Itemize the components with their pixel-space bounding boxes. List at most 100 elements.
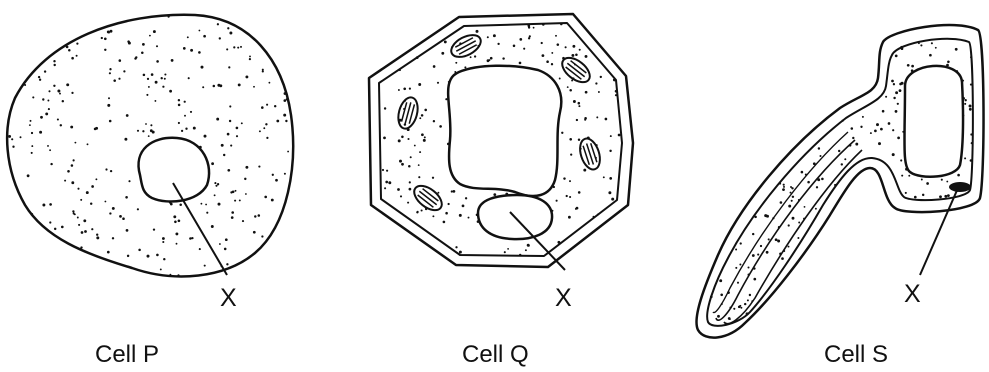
cytoplasm-dot: [566, 195, 568, 197]
cytoplasm-dot: [783, 186, 785, 188]
cytoplasm-dot: [443, 221, 446, 224]
cytoplasm-dot: [227, 169, 230, 172]
cytoplasm-dot: [264, 196, 267, 199]
cytoplasm-dot: [62, 100, 64, 102]
cytoplasm-dot: [205, 204, 207, 206]
cytoplasm-dot: [284, 92, 287, 95]
cytoplasm-dot: [416, 211, 418, 213]
cytoplasm-dot: [874, 130, 877, 133]
cytoplasm-dot: [757, 254, 759, 256]
cell-p-caption: Cell P: [95, 341, 159, 368]
cell-s: X Cell S: [696, 25, 983, 368]
cytoplasm-dot: [236, 127, 239, 130]
cytoplasm-dot: [441, 52, 444, 55]
cytoplasm-dot: [603, 176, 605, 178]
cytoplasm-dot: [141, 51, 144, 54]
cytoplasm-dot: [941, 179, 943, 181]
cytoplasm-dot: [199, 248, 201, 250]
cytoplasm-dot: [964, 157, 966, 159]
cytoplasm-dot: [487, 36, 489, 38]
cytoplasm-dot: [519, 62, 522, 65]
cytoplasm-dot: [110, 30, 113, 33]
cytoplasm-dot: [275, 179, 278, 182]
cytoplasm-dot: [433, 65, 436, 68]
cytoplasm-dot: [719, 279, 722, 282]
cytoplasm-dot: [900, 159, 902, 161]
cytoplasm-dot: [728, 317, 731, 320]
cytoplasm-dot: [47, 145, 49, 147]
cytoplasm-dot: [226, 48, 228, 50]
cytoplasm-dot: [585, 91, 588, 94]
cytoplasm-dot: [453, 190, 456, 193]
cytoplasm-dot: [44, 70, 46, 72]
cytoplasm-dot: [407, 138, 409, 140]
cytoplasm-dot: [80, 246, 82, 248]
cytoplasm-dot: [615, 90, 618, 93]
cytoplasm-dot: [47, 100, 49, 102]
cytoplasm-dot: [798, 222, 800, 224]
cytoplasm-dot: [970, 84, 972, 86]
cytoplasm-dot: [838, 150, 840, 152]
cytoplasm-dot: [768, 238, 770, 240]
cytoplasm-dot: [892, 129, 894, 131]
cytoplasm-dot: [38, 76, 40, 78]
cytoplasm-dot: [502, 57, 504, 59]
cytoplasm-dot: [895, 91, 898, 94]
cytoplasm-dot: [199, 30, 201, 32]
cytoplasm-dot: [104, 49, 106, 51]
cytoplasm-dot: [557, 241, 560, 244]
cytoplasm-dot: [203, 35, 206, 38]
cytoplasm-dot: [474, 55, 476, 57]
cytoplasm-dot: [237, 47, 239, 49]
cytoplasm-dot: [791, 200, 793, 202]
cytoplasm-dot: [119, 59, 122, 62]
cytoplasm-dot: [735, 267, 737, 269]
cytoplasm-dot: [30, 213, 33, 216]
cytoplasm-dot: [920, 44, 922, 46]
cytoplasm-dot: [74, 142, 76, 144]
cytoplasm-dot: [81, 231, 84, 234]
cytoplasm-dot: [744, 303, 746, 305]
cytoplasm-dot: [597, 213, 599, 215]
cytoplasm-dot: [162, 237, 165, 240]
cytoplasm-dot: [109, 212, 111, 214]
cytoplasm-dot: [224, 248, 227, 251]
cytoplasm-dot: [76, 43, 78, 45]
cytoplasm-dot: [171, 59, 174, 62]
cytoplasm-dot: [109, 72, 111, 74]
cytoplasm-dot: [87, 143, 89, 145]
cell-q-caption: Cell Q: [462, 341, 529, 368]
cytoplasm-dot: [70, 126, 73, 129]
cytoplasm-dot: [154, 100, 156, 102]
cytoplasm-dot: [935, 47, 937, 49]
cytoplasm-dot: [226, 263, 228, 265]
cytoplasm-dot: [970, 56, 972, 58]
cytoplasm-dot: [113, 79, 116, 82]
cytoplasm-dot: [71, 92, 73, 94]
cytoplasm-dot: [149, 35, 151, 37]
cytoplasm-dot: [118, 78, 120, 80]
cytoplasm-dot: [156, 60, 159, 63]
cytoplasm-dot: [177, 274, 179, 276]
cytoplasm-dot: [190, 111, 192, 113]
cytoplasm-dot: [54, 228, 56, 230]
cytoplasm-dot: [71, 164, 74, 167]
cytoplasm-dot: [596, 116, 598, 118]
cytoplasm-dot: [128, 180, 130, 182]
cytoplasm-dot: [155, 81, 158, 84]
cytoplasm-dot: [403, 87, 406, 90]
cytoplasm-dot: [445, 212, 448, 215]
cytoplasm-dot: [569, 196, 571, 198]
cytoplasm-dot: [239, 199, 241, 201]
cytoplasm-dot: [228, 66, 230, 68]
cytoplasm-dot: [598, 91, 600, 93]
cytoplasm-dot: [797, 237, 799, 239]
cytoplasm-dot: [60, 124, 62, 126]
cytoplasm-dot: [227, 27, 229, 29]
cytoplasm-dot: [519, 254, 521, 256]
cytoplasm-dot: [421, 133, 424, 136]
cytoplasm-dot: [782, 188, 785, 191]
cytoplasm-dot: [190, 49, 193, 52]
cytoplasm-dot: [285, 120, 287, 122]
cytoplasm-dot: [215, 185, 217, 187]
